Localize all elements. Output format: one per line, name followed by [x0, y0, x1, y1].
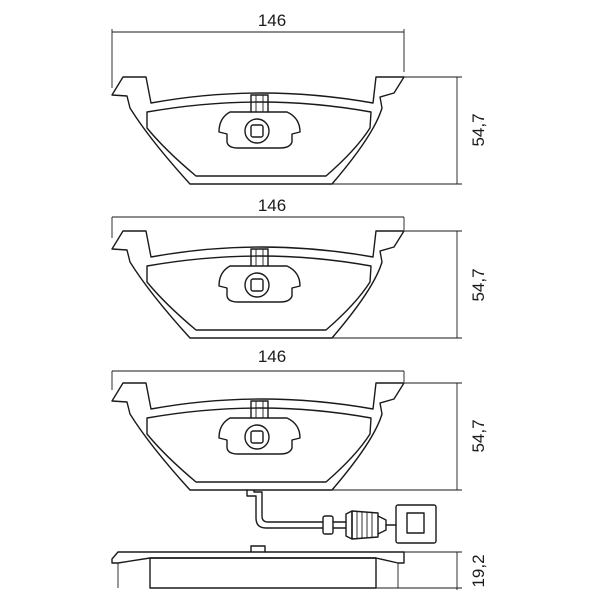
brake-pad-top [111, 29, 462, 185]
brake-pad-middle [111, 216, 462, 339]
pad-middle-width-label: 146 [258, 196, 286, 215]
pad-bottom-height-label: 54,7 [469, 419, 488, 452]
pad-top-height-label: 54,7 [469, 113, 488, 146]
pad-top-width-label: 146 [258, 11, 286, 30]
brake-pad-side-view [111, 545, 462, 590]
wear-sensor-connector [395, 504, 437, 544]
side-view-thickness-label: 19,2 [469, 554, 488, 587]
pad-bottom-width-label: 146 [258, 347, 286, 366]
wear-sensor-cable [246, 489, 397, 540]
pad-middle-height-label: 54,7 [469, 268, 488, 301]
brake-pad-bottom-with-sensor [111, 370, 462, 544]
